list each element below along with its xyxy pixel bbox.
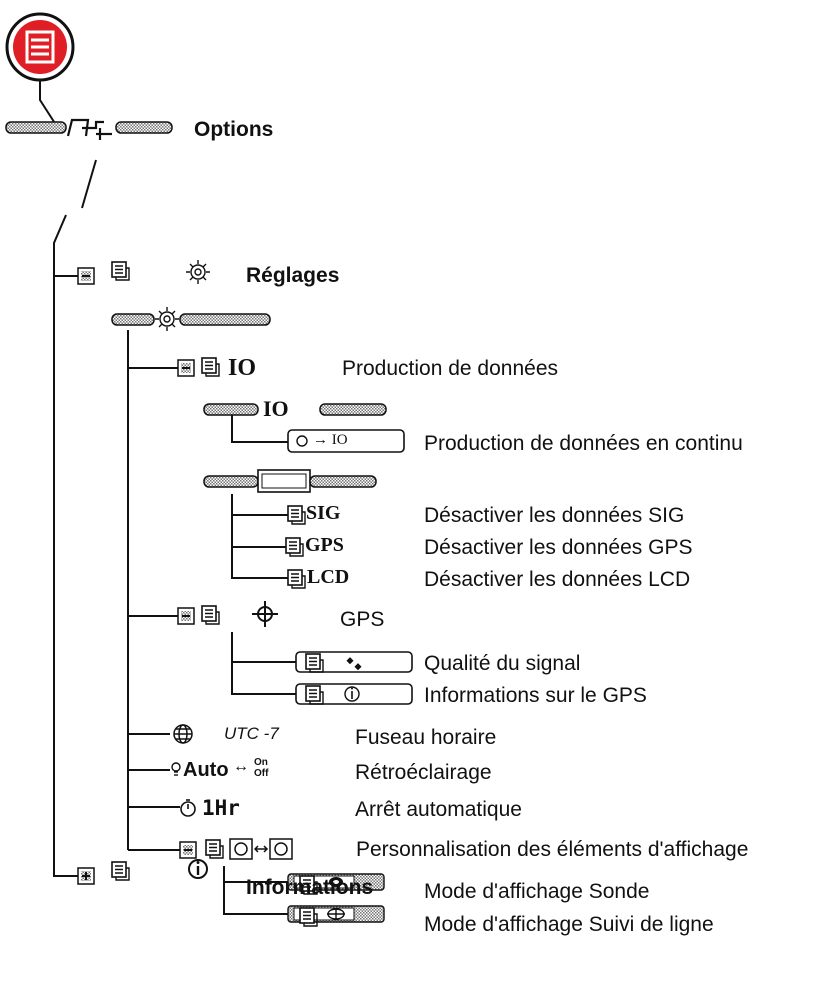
arret-code: 1Hr [202,796,240,820]
data-display-bar[interactable] [203,469,377,493]
sonde-label[interactable]: Mode d'affichage Sonde [424,880,650,903]
collapse-button-perso[interactable] [179,841,197,859]
off-code: Off [254,768,269,779]
io-code: IO [228,355,257,381]
collapse-button-production[interactable] [177,359,195,377]
signal-label[interactable]: Qualité du signal [424,652,581,675]
gps-data-label[interactable]: Désactiver les données GPS [424,536,693,559]
doc-icon-sig [287,505,306,525]
gps-label[interactable]: GPS [340,608,385,631]
options-label[interactable]: Options [194,118,274,141]
arret-label[interactable]: Arrêt automatique [355,798,522,821]
production-label[interactable]: Production de données [342,357,558,380]
fuseau-label[interactable]: Fuseau horaire [355,726,497,749]
menu-list-icon[interactable] [5,12,75,82]
continu-code: → IO [313,432,348,448]
arrow-icon: ↔ [233,758,249,775]
continu-label[interactable]: Production de données en continu [424,432,743,455]
sonde-pill[interactable] [287,873,385,895]
doc-icon-suivi [299,907,318,927]
options-bar[interactable] [5,118,173,140]
on-code: On [254,757,268,768]
settings-connector-icon [66,118,112,140]
collapse-button-reglages[interactable] [77,267,95,285]
track-icon [327,908,345,920]
display-swap-icon [229,838,293,860]
gear-icon [186,260,210,284]
doc-icon-reglages [111,261,130,281]
collapse-button-gps[interactable] [177,607,195,625]
suivi-pill[interactable] [287,905,385,927]
doc-icon-perso [205,839,224,859]
continu-pill[interactable] [287,429,405,453]
reglages-label[interactable]: Réglages [246,264,340,287]
reglages-bar[interactable] [111,307,271,331]
info-icon [344,686,360,702]
auto-code: Auto [183,759,229,781]
sig-label[interactable]: Désactiver les données SIG [424,504,685,527]
retro-label[interactable]: Rétroéclairage [355,761,492,784]
doc-icon-gps-section [201,605,220,625]
sonar-icon [329,877,343,887]
doc-icon-gps [285,537,304,557]
bulb-icon [171,762,181,776]
informations-label[interactable]: Informations [246,876,374,899]
expand-button-informations[interactable] [77,867,95,885]
globe-icon [173,724,193,744]
gps-data-code: GPS [305,534,344,556]
crosshair-icon [252,601,278,627]
lcd-code: LCD [307,566,350,588]
doc-icon-lcd [287,569,306,589]
suivi-label[interactable]: Mode d'affichage Suivi de ligne [424,913,714,936]
sig-code: SIG [306,502,341,524]
gps-info-label[interactable]: Informations sur le GPS [424,684,647,707]
gear-icon [155,307,179,331]
doc-icon-informations [111,861,130,881]
timer-icon [180,799,196,817]
io-bar[interactable] [203,403,387,416]
signal-pill[interactable] [295,651,413,673]
gps-info-pill[interactable] [295,683,413,705]
utc-code: UTC -7 [224,724,279,743]
perso-label[interactable]: Personnalisation des éléments d'affichag… [356,838,749,861]
refresh-icon [296,435,308,447]
info-icon [188,859,208,879]
doc-icon-production [201,357,220,377]
doc-icon-gps-info [305,685,324,705]
doc-icon-signal [305,653,324,673]
lcd-label[interactable]: Désactiver les données LCD [424,568,691,591]
io-bar-code: IO [263,396,289,421]
satellite-icon [346,657,362,671]
